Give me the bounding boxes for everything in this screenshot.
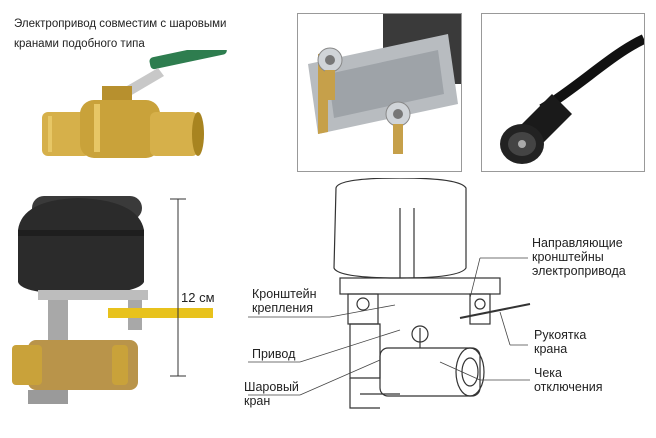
actuator-schematic — [333, 178, 531, 409]
dimension-label: 12 см — [181, 290, 215, 305]
label-guide-brackets-line-2: кронштейны — [532, 250, 604, 264]
power-jack-photo-panel — [481, 13, 645, 172]
power-jack-photo — [500, 34, 644, 164]
label-bracket-mount: Кронштейн крепления — [252, 287, 317, 315]
label-bracket-mount-line-1: Кронштейн — [252, 287, 317, 301]
actuator-photo — [12, 196, 213, 404]
label-ball-valve-line-2: кран — [244, 394, 271, 408]
dimension-line — [170, 198, 186, 377]
label-drive: Привод — [252, 347, 296, 361]
label-guide-brackets-line-3: электропривода — [532, 264, 626, 278]
label-ball-valve: Шаровый кран — [244, 380, 299, 408]
caption-line-1: Электропривод совместим с шаровыми — [14, 18, 227, 30]
caption: Электропривод совместим с шаровыми крана… — [14, 14, 264, 54]
label-handle: Рукоятка крана — [534, 328, 586, 356]
label-release-pin-line-1: Чека — [534, 366, 562, 380]
label-guide-brackets: Направляющие кронштейны электропривода — [532, 236, 626, 278]
label-bracket-mount-line-2: крепления — [252, 301, 314, 315]
bracket-photo — [308, 14, 461, 154]
caption-line-2: кранами подобного типа — [14, 38, 145, 50]
label-ball-valve-line-1: Шаровый — [244, 380, 299, 394]
bracket-photo-panel — [297, 13, 462, 172]
ball-valve-photo — [42, 50, 227, 158]
label-handle-line-1: Рукоятка — [534, 328, 587, 342]
label-release-pin: Чека отключения — [534, 366, 603, 394]
label-guide-brackets-line-1: Направляющие — [532, 236, 623, 250]
label-handle-line-2: крана — [534, 342, 568, 356]
label-release-pin-line-2: отключения — [534, 380, 603, 394]
